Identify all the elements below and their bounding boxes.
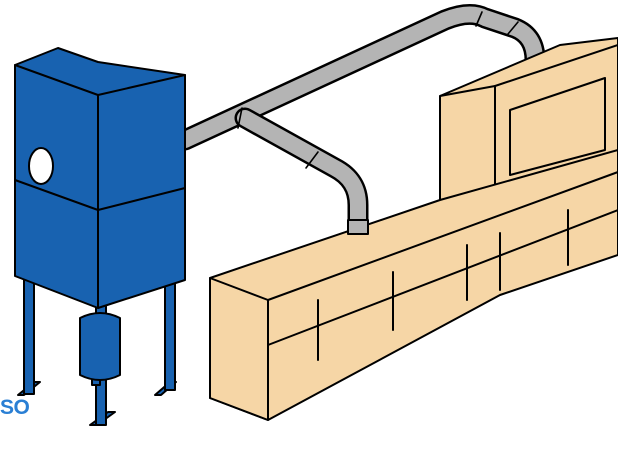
main-duct	[174, 4, 546, 151]
corner-label: SO	[0, 396, 30, 419]
dust-collector	[14, 47, 186, 426]
duct-drop	[347, 219, 369, 235]
branch-duct	[234, 107, 369, 239]
cabinet-run	[209, 149, 618, 421]
